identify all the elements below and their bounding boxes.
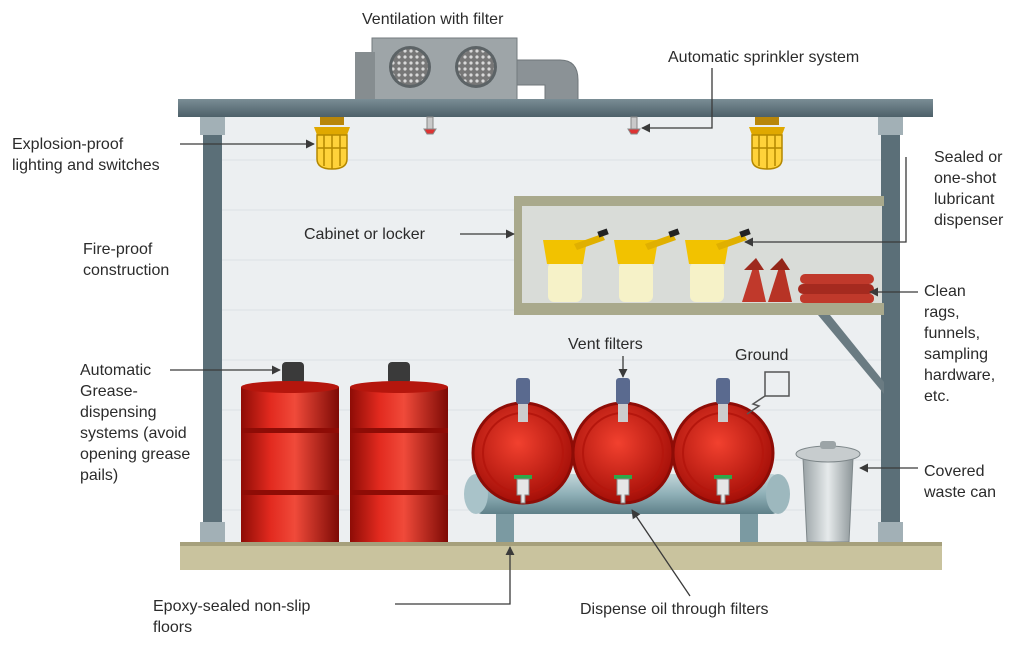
floor-slab (180, 542, 942, 570)
ground-symbol-icon (746, 371, 790, 415)
oil-drum (671, 378, 775, 505)
ceiling-beam (178, 99, 933, 117)
leader-lines (170, 68, 918, 605)
oil-drum (471, 378, 575, 505)
frame-columns (200, 117, 903, 547)
funnels (742, 258, 792, 302)
label-ground: Ground (735, 347, 789, 364)
label-ventilation: Ventilation with filter (362, 11, 504, 28)
lubricant-dispenser (685, 228, 751, 302)
explosion-proof-lamp-icon (749, 117, 785, 170)
label-dispenser: Sealed or one-shot lubricant dispenser (934, 149, 1004, 229)
label-floors: Epoxy-sealed non-slip floors (153, 598, 311, 636)
label-grease: Automatic Grease- dispensing systems (av… (80, 362, 191, 484)
label-vent-filters: Vent filters (568, 336, 643, 353)
rags (798, 274, 874, 303)
lubricant-dispenser (543, 228, 609, 302)
label-dispense: Dispense oil through filters (580, 601, 769, 618)
explosion-proof-lamp-icon (314, 117, 350, 170)
label-sprinkler: Automatic sprinkler system (668, 49, 860, 66)
label-lighting: Explosion-proof lighting and switches (12, 136, 160, 174)
oil-drum (571, 378, 675, 505)
grease-drum (350, 362, 448, 542)
label-rags: Clean rags, funnels, sampling hardware, … (924, 283, 996, 405)
label-waste: Covered waste can (924, 463, 997, 501)
ventilation-fan-icon (355, 37, 579, 101)
grease-drum (241, 362, 339, 542)
lubricant-dispenser (614, 228, 680, 302)
waste-can (795, 441, 861, 543)
label-cabinet: Cabinet or locker (304, 226, 425, 243)
sprinkler-head-icon (627, 116, 641, 135)
label-fireproof: Fire-proof construction (83, 241, 170, 279)
sprinkler-head-icon (423, 116, 437, 135)
